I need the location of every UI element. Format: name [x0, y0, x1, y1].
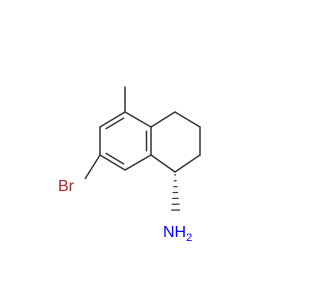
bond-c7-c8-inner — [105, 152, 125, 165]
molecule-structure — [84, 86, 201, 211]
bromine-atom-label: Br — [58, 179, 74, 195]
amine-text: NH — [163, 224, 187, 241]
bond-c5-c6-inner — [105, 117, 125, 130]
bond-c4a-c5 — [124, 111, 152, 128]
bond-c7-c8 — [99, 154, 126, 171]
bond-c8a-c1 — [150, 154, 176, 173]
bond-layer — [84, 86, 201, 211]
bond-c3-c4 — [174, 111, 201, 128]
bond-c5-c6 — [99, 111, 126, 128]
amine-atom-label: NH2 — [163, 225, 192, 246]
amine-subscript: 2 — [186, 232, 193, 245]
bromine-text: Br — [58, 178, 74, 195]
bond-c4-c4a — [150, 111, 176, 128]
bond-c7-br — [84, 154, 101, 180]
bond-c1-c2 — [174, 154, 201, 173]
bond-c8-c8a — [124, 154, 152, 171]
